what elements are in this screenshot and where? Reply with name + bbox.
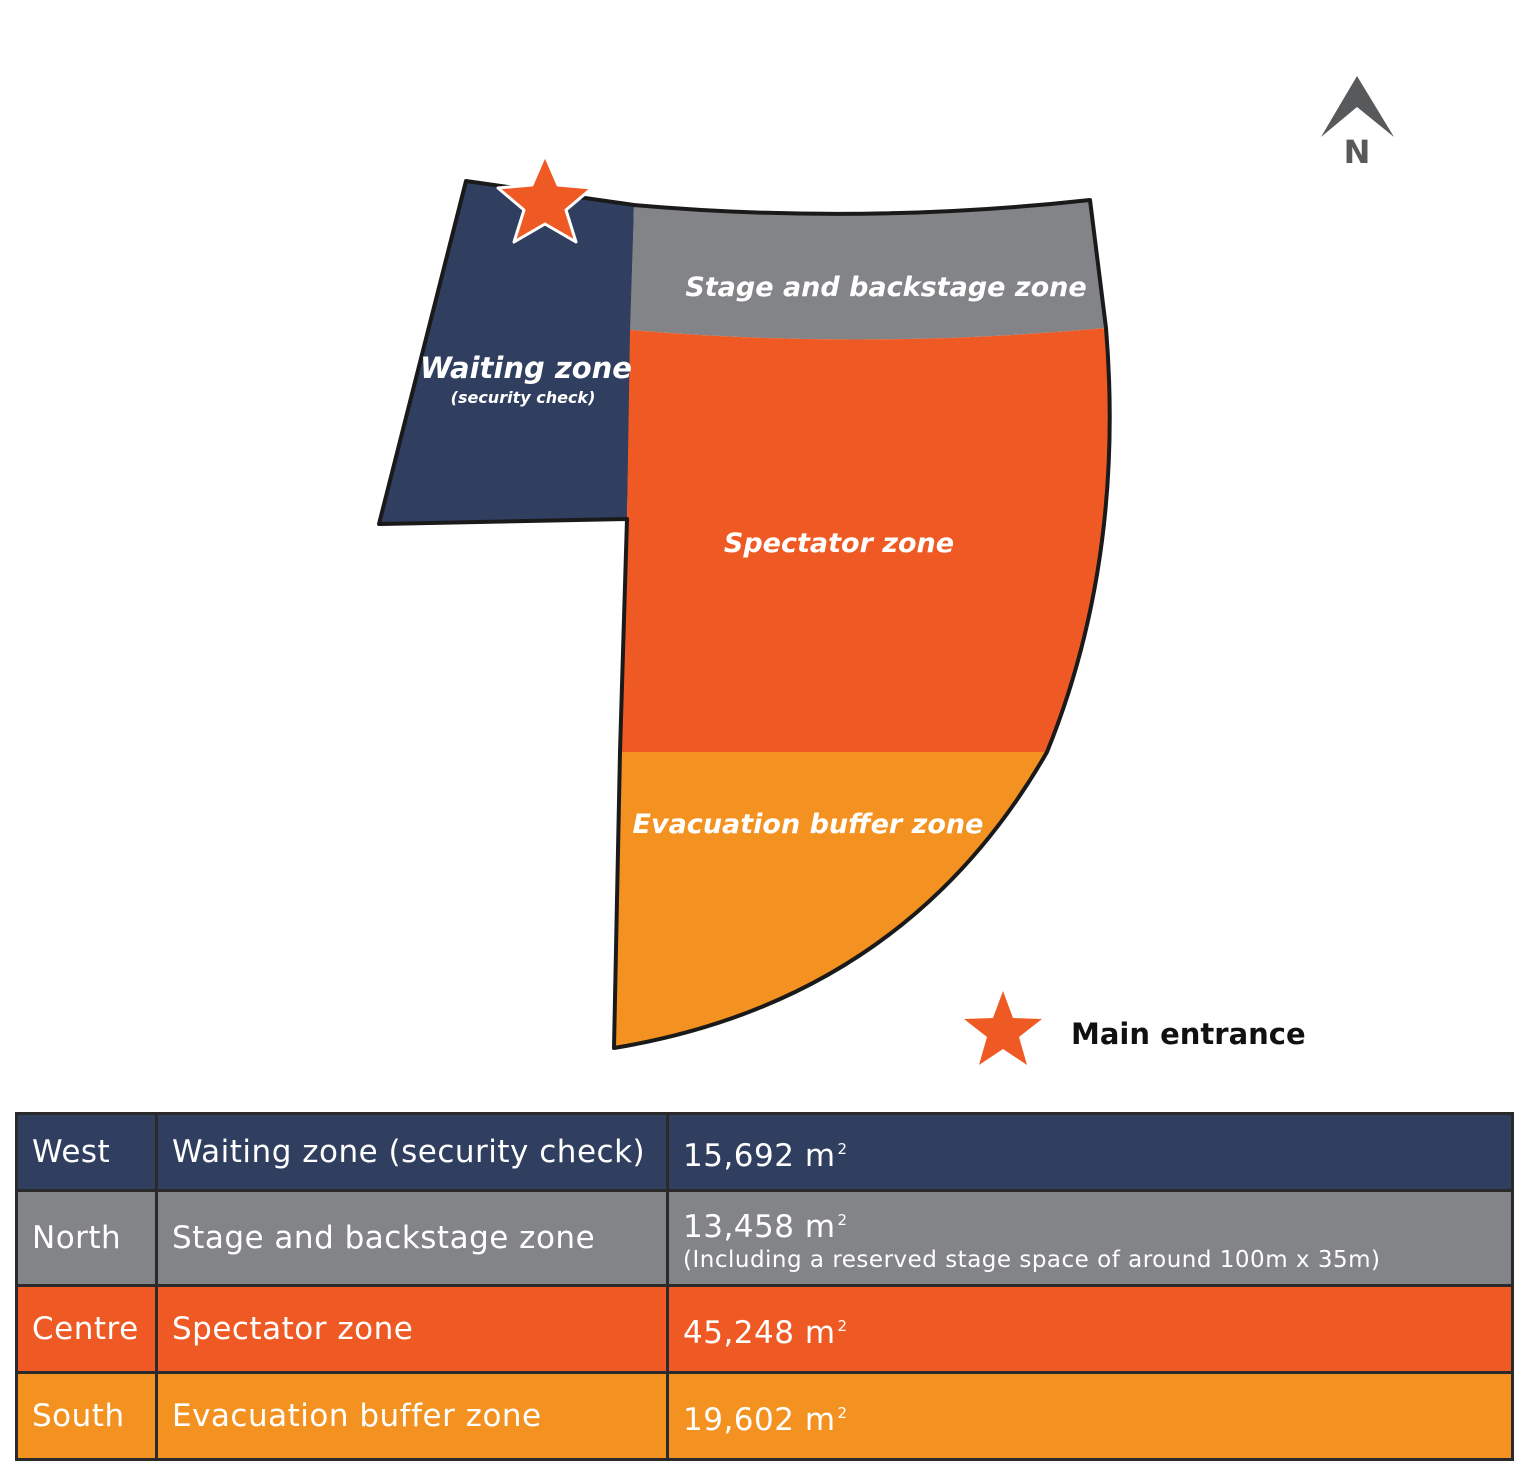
site-map: Waiting zone (security check) Stage and … bbox=[377, 76, 1394, 1065]
star-icon bbox=[496, 153, 594, 244]
direction-cell: West bbox=[15, 1112, 158, 1192]
stage-zone-area bbox=[630, 200, 1106, 340]
zone-name-cell: Stage and backstage zone bbox=[155, 1189, 669, 1287]
site-outline bbox=[377, 179, 1112, 1050]
area-value: 45,248 m bbox=[683, 1314, 836, 1351]
zone-name-cell: Waiting zone (security check) bbox=[155, 1112, 669, 1192]
unit-superscript: 2 bbox=[837, 1139, 848, 1158]
evacuation-zone-area bbox=[614, 752, 1047, 1048]
zones-table: West Waiting zone (security check) 15,69… bbox=[15, 1112, 1514, 1461]
direction-cell: South bbox=[15, 1371, 158, 1461]
unit-superscript: 2 bbox=[837, 1210, 848, 1229]
spectator-zone-label: Spectator zone bbox=[724, 528, 954, 559]
stage-zone-label: Stage and backstage zone bbox=[685, 272, 1086, 303]
waiting-zone-area bbox=[379, 181, 634, 524]
table-row: West Waiting zone (security check) 15,69… bbox=[15, 1112, 1514, 1192]
north-letter: N bbox=[1344, 133, 1371, 171]
north-arrow-icon: N bbox=[1321, 76, 1394, 171]
zone-name-cell: Spectator zone bbox=[155, 1284, 669, 1374]
zone-name-cell: Evacuation buffer zone bbox=[155, 1371, 669, 1461]
area-value: 15,692 m bbox=[683, 1137, 836, 1174]
direction-cell: North bbox=[15, 1189, 158, 1287]
waiting-zone-sublabel: (security check) bbox=[451, 388, 596, 407]
spectator-zone-area bbox=[620, 328, 1110, 752]
waiting-zone-label: Waiting zone bbox=[420, 351, 632, 385]
area-note: (Including a reserved stage space of aro… bbox=[683, 1246, 1381, 1273]
area-value: 13,458 m bbox=[683, 1208, 836, 1245]
direction-cell: Centre bbox=[15, 1284, 158, 1374]
unit-superscript: 2 bbox=[837, 1403, 848, 1422]
area-value: 19,602 m bbox=[683, 1401, 836, 1438]
evacuation-zone-label: Evacuation buffer zone bbox=[633, 809, 984, 840]
legend-label: Main entrance bbox=[1071, 1017, 1306, 1051]
legend: Main entrance bbox=[964, 991, 1306, 1065]
unit-superscript: 2 bbox=[837, 1316, 848, 1335]
star-icon bbox=[964, 991, 1042, 1065]
